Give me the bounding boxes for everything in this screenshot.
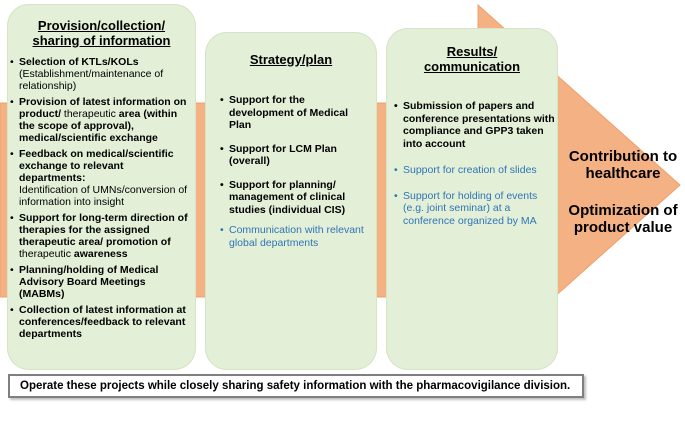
list-item-medical-plan: Support for the development of Medical P…	[220, 94, 372, 132]
panel-strategy-list: Support for the development of Medical P…	[220, 94, 372, 249]
item-normal-text: (Establishment/maintenance of relationsh…	[19, 68, 164, 92]
list-item-global-communication: Communication with relevant global depar…	[220, 224, 372, 249]
item-normal-text: Identification of UMNs/conversion of inf…	[19, 184, 188, 208]
list-item-events-support: Support for holding of events (e.g. join…	[394, 190, 556, 228]
item-text: Submission of papers and conference pres…	[403, 100, 555, 150]
item-text: Support for creation of slides	[403, 164, 537, 176]
panel-results: Results/ communication Submission of pap…	[386, 28, 558, 370]
item-text: Communication with relevant global depar…	[229, 224, 364, 249]
panel-provision: Provision/collection/ sharing of informa…	[7, 4, 196, 370]
item-bold-text: Provision of latest information on produ…	[19, 96, 187, 120]
outcome-healthcare: Contribution to healthcare	[564, 148, 682, 182]
item-normal-text: therapeutic	[61, 108, 119, 120]
panel-results-list: Submission of papers and conference pres…	[394, 100, 556, 227]
panel-provision-title: Provision/collection/ sharing of informa…	[7, 18, 196, 48]
item-bold-text: Collection of latest information at conf…	[19, 304, 186, 340]
list-item-long-term-direction: Support for long-term direction of thera…	[10, 212, 192, 260]
list-item-conference-collection: Collection of latest information at conf…	[10, 304, 192, 340]
panel-results-title-line1: Results/	[446, 44, 498, 59]
panel-strategy: Strategy/plan Support for the developmen…	[205, 32, 377, 370]
list-item-mabm: Planning/holding of Medical Advisory Boa…	[10, 264, 192, 300]
item-bold-text: Support for long-term direction of thera…	[19, 212, 188, 248]
outcome-healthcare-line1: Contribution to	[568, 148, 678, 165]
list-item-latest-information: Provision of latest information on produ…	[10, 96, 192, 144]
item-text: Support for LCM Plan (overall)	[229, 142, 337, 168]
item-text: Support for planning/ management of clin…	[229, 178, 346, 216]
panel-provision-title-line1: Provision/collection/	[37, 18, 166, 33]
item-text: Support for holding of events (e.g. join…	[403, 189, 538, 227]
item-bold-text: Selection of KTLs/KOLs	[19, 56, 139, 68]
panel-provision-title-line2: sharing of information	[32, 33, 171, 48]
outcome-product-value-line1: Optimization of	[568, 202, 678, 219]
panel-results-title-line2: communication	[423, 59, 521, 74]
outcome-healthcare-line2: healthcare	[585, 165, 661, 182]
panel-strategy-title-line1: Strategy/plan	[249, 52, 333, 67]
item-text: Support for the development of Medical P…	[229, 94, 349, 131]
pharmacovigilance-note-text: Operate these projects while closely sha…	[20, 380, 571, 392]
list-item-clinical-studies: Support for planning/ management of clin…	[220, 179, 372, 217]
item-bold-text: Planning/holding of Medical Advisory Boa…	[19, 264, 159, 300]
list-item-papers-submission: Submission of papers and conference pres…	[394, 100, 556, 150]
outcome-product-value: Optimization of product value	[564, 202, 682, 236]
item-normal-text: therapeutic	[19, 248, 74, 260]
panel-provision-list: Selection of KTLs/KOLs (Establishment/ma…	[10, 56, 192, 340]
panel-strategy-title: Strategy/plan	[205, 52, 377, 67]
list-item-lcm-plan: Support for LCM Plan (overall)	[220, 143, 372, 168]
list-item-ktl-selection: Selection of KTLs/KOLs (Establishment/ma…	[10, 56, 192, 92]
pharmacovigilance-note-box: Operate these projects while closely sha…	[8, 374, 584, 398]
item-bold-text-2: area (within the scope of approval), med…	[19, 108, 178, 144]
item-bold-text-2: awareness	[73, 248, 128, 260]
list-item-slides-support: Support for creation of slides	[394, 164, 556, 177]
panel-results-title: Results/ communication	[386, 44, 558, 74]
outcome-product-value-line2: product value	[573, 219, 673, 236]
item-bold-text: Feedback on medical/scientific exchange …	[19, 148, 174, 184]
list-item-feedback: Feedback on medical/scientific exchange …	[10, 148, 192, 208]
